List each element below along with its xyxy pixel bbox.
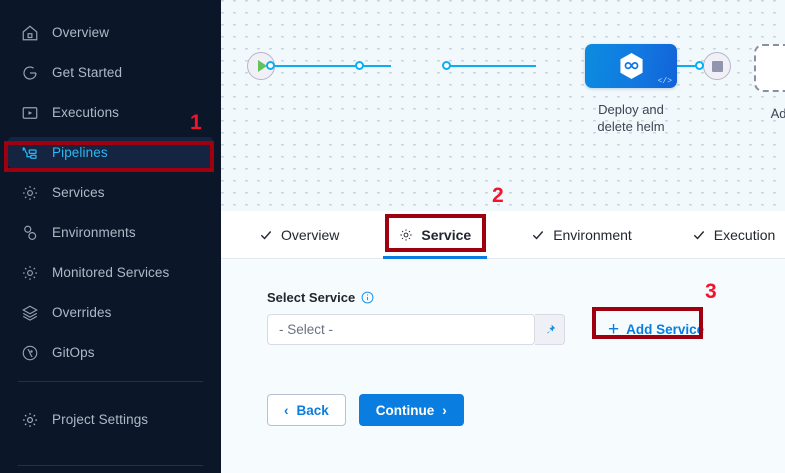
info-circle-icon[interactable] <box>361 291 374 304</box>
sidebar: Overview Get Started Executions <box>0 0 221 473</box>
executions-icon <box>21 104 39 122</box>
add-stage-label: Add Stage <box>770 106 785 121</box>
main-panel: </> Deploy and delete helm Add Stage <box>221 0 785 473</box>
service-form: Select Service - Select - + Add Service <box>221 259 785 473</box>
sidebar-item-label: Project Settings <box>52 412 149 427</box>
home-icon <box>21 24 39 42</box>
select-service-input[interactable]: - Select - <box>267 314 535 345</box>
edge-start-stage <box>261 65 391 67</box>
sidebar-item-overview[interactable]: Overview <box>8 17 213 48</box>
sidebar-item-monitored-services[interactable]: Monitored Services <box>8 257 213 288</box>
sidebar-item-label: Environments <box>52 225 136 240</box>
tab-label: Environment <box>553 226 632 243</box>
pipelines-icon <box>21 144 39 162</box>
sidebar-item-label: Services <box>52 185 105 200</box>
port-start-out[interactable] <box>266 61 275 70</box>
services-gear-icon <box>21 184 39 202</box>
tab-label: Overview <box>281 226 340 243</box>
select-service-label: Select Service <box>267 290 356 305</box>
add-service-label: Add Service <box>626 322 705 337</box>
sidebar-divider <box>18 381 203 382</box>
sidebar-item-overrides[interactable]: Overrides <box>8 297 213 328</box>
pipeline-canvas[interactable]: </> Deploy and delete helm Add Stage <box>221 0 785 211</box>
chevron-right-icon: › <box>442 402 447 418</box>
gitops-icon <box>21 344 39 362</box>
monitored-services-icon <box>21 264 39 282</box>
continue-button-label: Continue <box>375 402 435 418</box>
pin-button[interactable] <box>535 314 565 345</box>
sidebar-item-label: Monitored Services <box>52 265 170 280</box>
get-started-icon <box>21 64 39 82</box>
sidebar-item-environments[interactable]: Environments <box>8 217 213 248</box>
back-button[interactable]: ‹ Back <box>267 394 346 426</box>
add-service-link[interactable]: + Add Service <box>608 318 705 340</box>
select-service-row: - Select - + Add Service <box>267 314 785 345</box>
sidebar-item-label: GitOps <box>52 345 95 360</box>
stage-node-deploy-and-delete-helm[interactable]: </> <box>585 44 677 88</box>
sidebar-item-gitops[interactable]: GitOps <box>8 337 213 368</box>
helm-hexagon-icon <box>619 52 644 80</box>
port-stage-in[interactable] <box>355 61 364 70</box>
edge-stage-add <box>449 65 536 67</box>
project-settings-gear-icon <box>21 411 39 429</box>
tab-environment[interactable]: Environment <box>515 211 648 258</box>
sidebar-item-get-started[interactable]: Get Started <box>8 57 213 88</box>
select-service-value: - Select - <box>279 322 334 337</box>
sidebar-item-label: Executions <box>52 105 120 120</box>
sidebar-bottom-divider <box>18 465 203 466</box>
tab-label: Execution <box>713 226 776 243</box>
sidebar-item-executions[interactable]: Executions <box>8 97 213 128</box>
check-icon <box>533 230 544 240</box>
sidebar-item-label: Get Started <box>52 65 123 80</box>
form-button-row: ‹ Back Continue › <box>267 394 785 426</box>
stage-tabbar: Overview Service Environment Execution <box>221 211 785 259</box>
sidebar-item-label: Pipelines <box>52 145 108 160</box>
check-icon <box>693 230 704 240</box>
sidebar-item-label: Overrides <box>52 305 112 320</box>
tab-service[interactable]: Service <box>383 211 488 259</box>
sidebar-item-label: Overview <box>52 25 110 40</box>
stage-code-glyph: </> <box>657 77 672 86</box>
port-end-in[interactable] <box>695 61 704 70</box>
port-stage-out[interactable] <box>442 61 451 70</box>
environments-icon <box>21 224 39 242</box>
pipeline-end-node[interactable] <box>703 52 731 80</box>
stop-square-icon <box>711 60 723 72</box>
sidebar-item-services[interactable]: Services <box>8 177 213 208</box>
tab-execution[interactable]: Execution <box>676 211 785 258</box>
sidebar-item-project-settings[interactable]: Project Settings <box>8 404 213 435</box>
check-icon <box>260 230 272 240</box>
chevron-left-icon: ‹ <box>284 402 289 418</box>
overrides-layers-icon <box>21 304 39 322</box>
add-stage-button[interactable] <box>754 44 785 92</box>
continue-button[interactable]: Continue › <box>358 394 464 426</box>
pin-icon <box>546 323 555 334</box>
play-icon <box>258 60 267 72</box>
sidebar-item-pipelines[interactable]: Pipelines <box>8 137 213 168</box>
back-button-label: Back <box>296 402 329 418</box>
tab-label: Service <box>421 226 472 243</box>
gear-icon <box>400 228 412 241</box>
select-service-label-row: Select Service <box>267 290 785 305</box>
stage-node-label: Deploy and delete helm <box>597 102 665 134</box>
tab-overview[interactable]: Overview <box>243 211 355 258</box>
